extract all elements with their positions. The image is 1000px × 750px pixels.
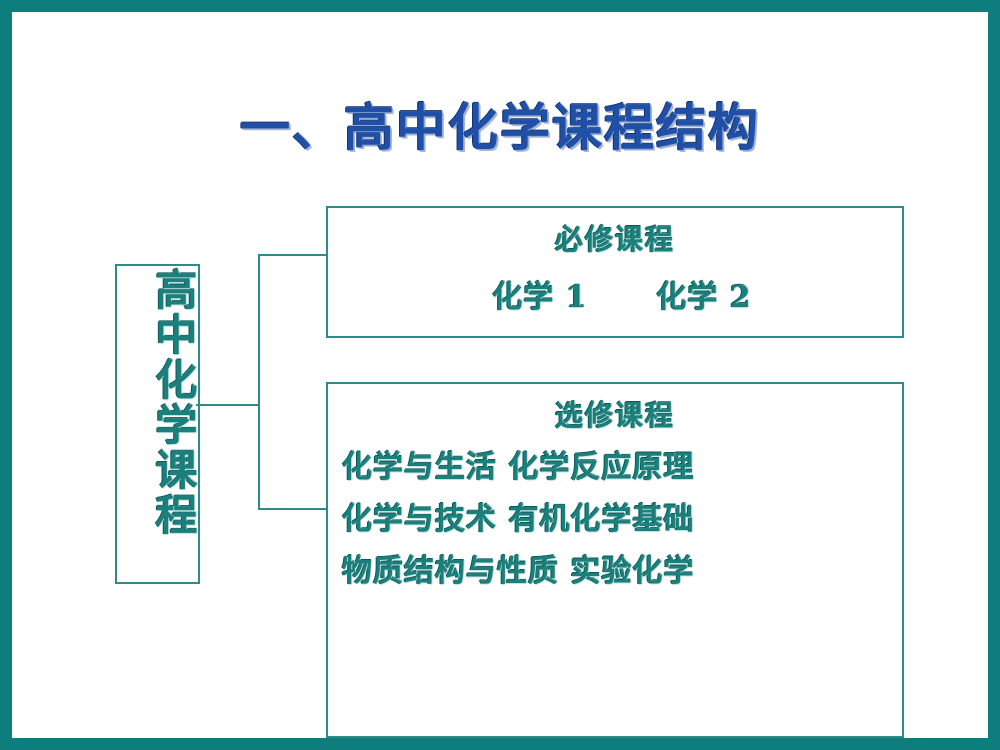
root-node-label: 高中化学课程 bbox=[149, 268, 198, 538]
connector-bracket-arm-top bbox=[258, 254, 328, 256]
elective-course-item-3: 物质结构与性质 实验化学 bbox=[342, 554, 695, 589]
frame-border-bottom bbox=[0, 738, 1000, 750]
connector-root-to-bracket bbox=[196, 404, 260, 406]
frame-border-top bbox=[0, 0, 1000, 12]
required-courses-box: 必修课程 化学 1 化学 2 bbox=[326, 206, 904, 338]
slide-content-area: 一、高中化学课程结构 高中化学课程 必修课程 化学 1 化学 2 选修课程 化学… bbox=[12, 12, 988, 738]
connector-bracket-spine bbox=[258, 254, 260, 510]
required-courses-item: 化学 1 化学 2 bbox=[492, 280, 752, 315]
root-node-box: 高中化学课程 bbox=[115, 264, 200, 584]
required-courses-heading: 必修课程 bbox=[554, 223, 675, 256]
frame-border-left bbox=[0, 0, 12, 750]
elective-courses-heading: 选修课程 bbox=[554, 399, 675, 432]
connector-bracket-arm-bottom bbox=[258, 508, 328, 510]
elective-courses-box: 选修课程 化学与生活 化学反应原理 化学与技术 有机化学基础 物质结构与性质 实… bbox=[326, 382, 904, 738]
page-title: 一、高中化学课程结构 bbox=[240, 98, 760, 157]
elective-course-item-2: 化学与技术 有机化学基础 bbox=[342, 502, 695, 537]
elective-course-item-1: 化学与生活 化学反应原理 bbox=[342, 450, 695, 485]
frame-border-right bbox=[988, 0, 1000, 750]
